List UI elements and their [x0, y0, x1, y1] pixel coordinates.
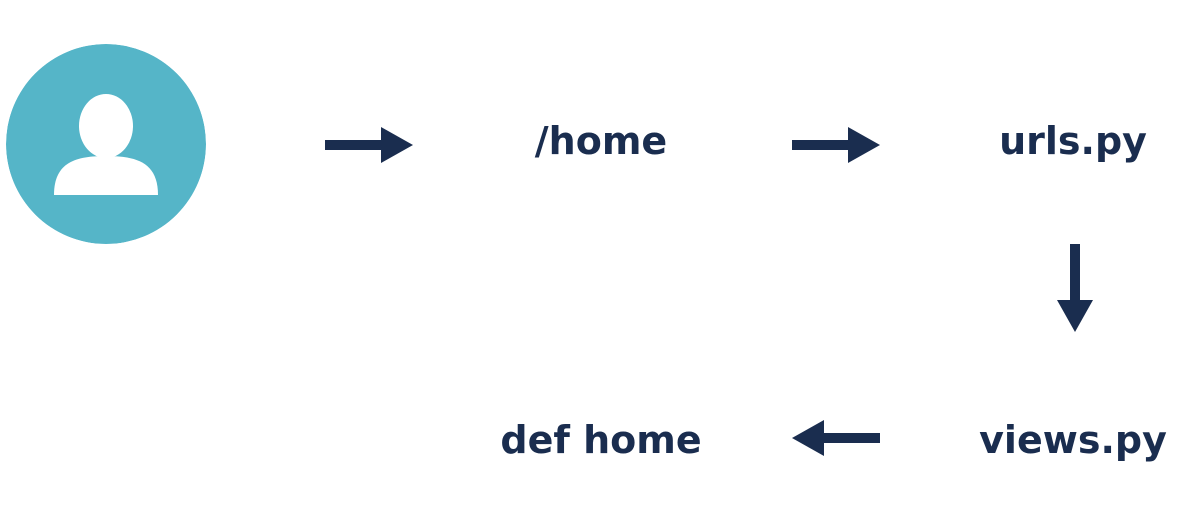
home-route-label: /home [534, 119, 668, 163]
arrow-right-icon [325, 127, 413, 163]
views-file-label: views.py [979, 418, 1167, 462]
urls-file-label: urls.py [999, 119, 1147, 163]
arrow-down-icon [1057, 244, 1093, 332]
arrow-left-icon [792, 420, 880, 456]
arrow-home-to-urls [792, 125, 880, 165]
user-icon [6, 44, 206, 244]
arrow-right-icon [792, 127, 880, 163]
home-function-label: def home [500, 418, 702, 462]
arrow-views-to-function [792, 418, 880, 458]
arrow-user-to-home [325, 125, 413, 165]
arrow-urls-to-views [1055, 244, 1095, 332]
